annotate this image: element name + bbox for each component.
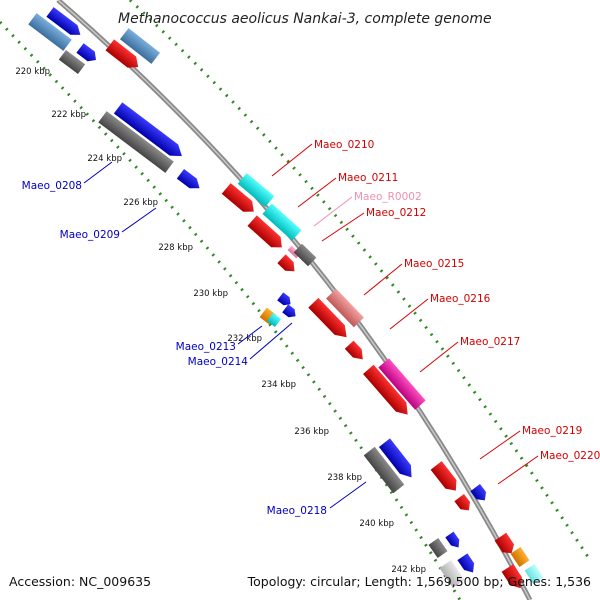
forward-gene-labels: Maeo_0210 Maeo_0211 Maeo_R0002 Maeo_0212…	[271, 139, 600, 485]
gene-block	[221, 183, 254, 212]
gene-block	[277, 254, 295, 272]
gene-block	[176, 168, 200, 189]
gene-label-maeo-0211[interactable]: Maeo_0211	[338, 172, 398, 184]
gene-block	[378, 438, 412, 478]
tick-label: 222 kbp	[51, 110, 86, 120]
gene-label-maeo-r0002[interactable]: Maeo_R0002	[354, 191, 422, 203]
gene-label-maeo-0213[interactable]: Maeo_0213	[176, 341, 236, 353]
gene-block	[524, 564, 544, 584]
gene-label-maeo-0208[interactable]: Maeo_0208	[22, 180, 82, 192]
gene-block	[119, 28, 161, 64]
gene-label-maeo-0209[interactable]: Maeo_0209	[60, 229, 120, 241]
gene-block	[510, 547, 530, 567]
gene-block	[494, 532, 515, 554]
gene-block	[46, 7, 81, 35]
gene-block	[378, 358, 426, 410]
gene-label-maeo-0210[interactable]: Maeo_0210	[314, 139, 374, 151]
gene-label-maeo-0216[interactable]: Maeo_0216	[430, 293, 491, 305]
gene-block	[363, 446, 405, 494]
gene-block	[28, 13, 72, 51]
gene-block	[445, 531, 460, 548]
gene-block	[76, 43, 96, 62]
gene-block	[262, 203, 302, 241]
reverse-gene-labels: Maeo_0208 Maeo_0209 Maeo_0213 Maeo_0214 …	[22, 161, 367, 517]
gene-block	[277, 292, 291, 306]
gene-block	[266, 312, 282, 328]
tick-label: 242 kbp	[391, 565, 426, 575]
tick-label: 234 kbp	[261, 380, 296, 390]
gene-label-maeo-0212[interactable]: Maeo_0212	[366, 207, 426, 219]
gene-block	[454, 494, 470, 511]
gene-block	[247, 215, 282, 248]
gene-label-maeo-0219[interactable]: Maeo_0219	[522, 425, 582, 437]
tick-label: 226 kbp	[123, 198, 158, 208]
gene-block	[430, 461, 457, 491]
gene-block	[293, 243, 317, 267]
gene-block	[308, 297, 347, 338]
gene-block	[326, 288, 364, 328]
gene-block	[428, 538, 448, 558]
tick-label: 238 kbp	[327, 473, 362, 483]
tick-track-outer	[128, 0, 592, 561]
tick-label: 224 kbp	[87, 154, 122, 164]
gene-block	[344, 340, 363, 360]
gene-block	[439, 560, 465, 588]
genome-summary-text: Topology: circular; Length: 1,569,500 bp…	[247, 574, 591, 589]
gene-block	[282, 304, 296, 318]
tick-label: 228 kbp	[158, 243, 193, 253]
gene-label-maeo-0217[interactable]: Maeo_0217	[460, 336, 520, 348]
gene-block	[363, 364, 408, 415]
gene-label-maeo-0220[interactable]: Maeo_0220	[540, 450, 600, 462]
gene-block	[237, 173, 275, 207]
gene-label-maeo-0215[interactable]: Maeo_0215	[404, 258, 464, 270]
gene-block	[501, 564, 523, 589]
tick-track-inner	[0, 20, 462, 600]
gene-block	[98, 111, 174, 173]
tick-label: 236 kbp	[294, 427, 329, 437]
map-title: Methanococcus aeolicus Nankai-3, complet…	[118, 11, 492, 27]
gene-block	[105, 39, 139, 68]
tick-label: 220 kbp	[15, 67, 50, 77]
gene-block	[113, 102, 182, 157]
tick-label: 240 kbp	[359, 519, 394, 529]
gene-label-maeo-0218[interactable]: Maeo_0218	[267, 505, 327, 517]
gene-block	[58, 49, 86, 75]
accession-text: Accession: NC_009635	[9, 574, 151, 589]
reverse-strand-genes	[28, 7, 475, 588]
gene-block	[457, 553, 475, 573]
gene-block	[470, 484, 486, 501]
gene-label-maeo-0214[interactable]: Maeo_0214	[188, 356, 249, 368]
forward-strand-genes	[105, 28, 544, 589]
tick-label: 230 kbp	[193, 289, 228, 299]
